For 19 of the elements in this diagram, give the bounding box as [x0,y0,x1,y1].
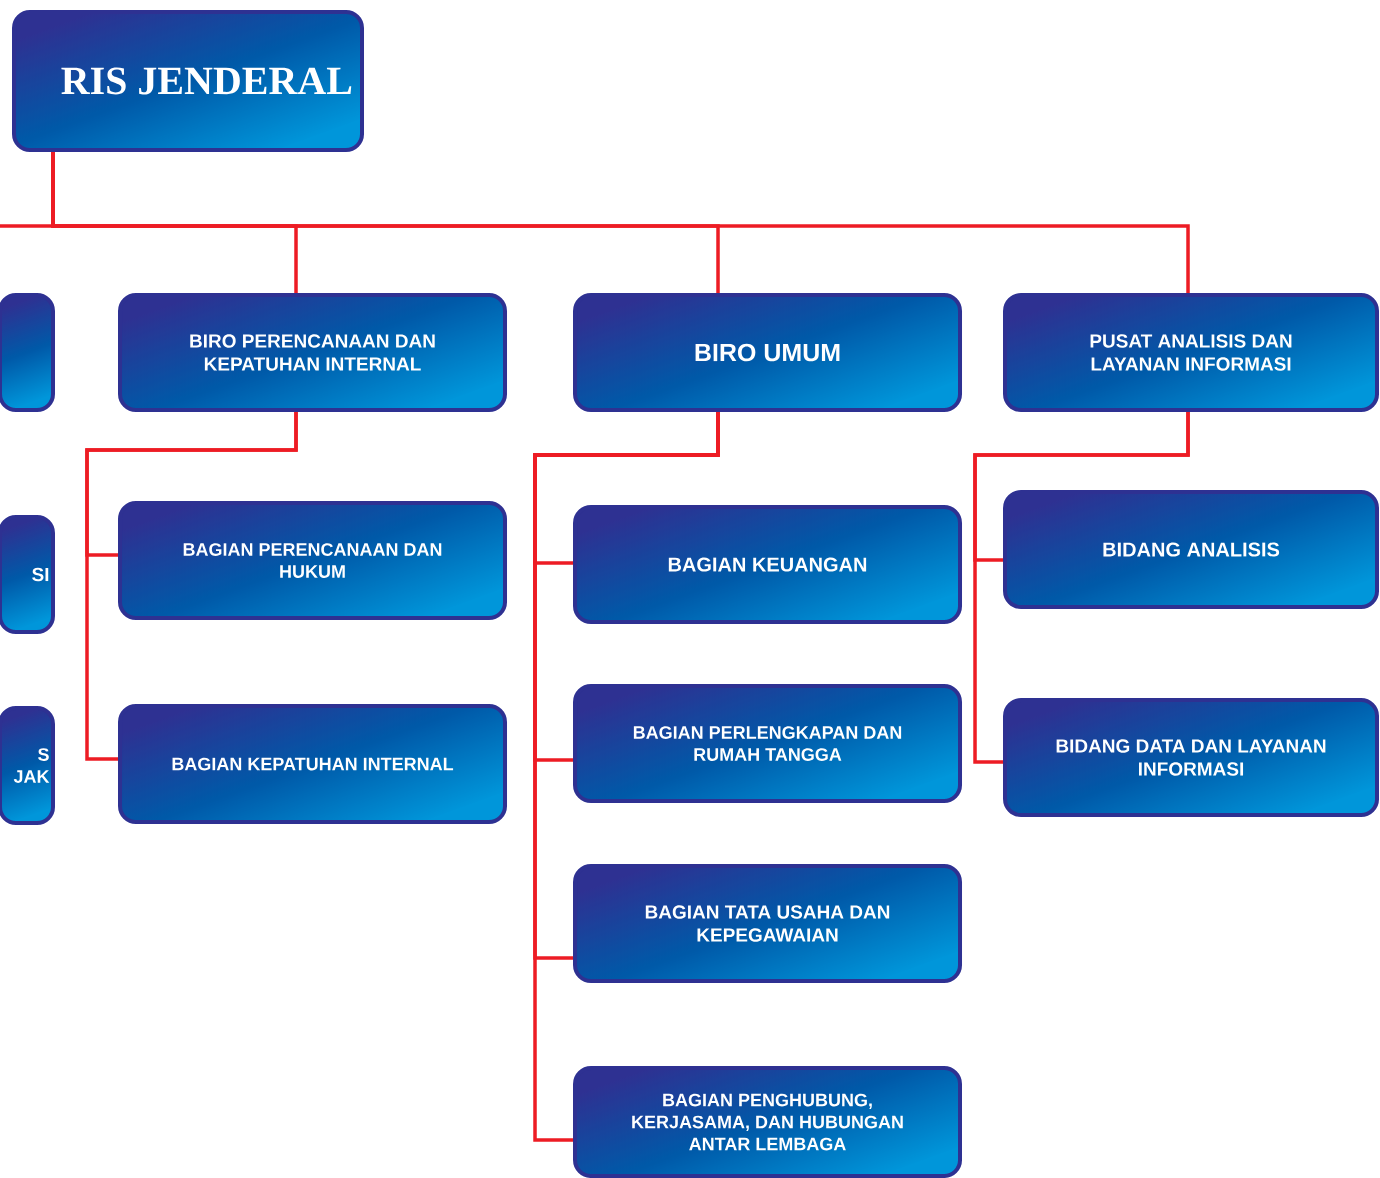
unit-box: BAGIAN KEPATUHAN INTERNAL [118,704,507,824]
unit-box: BAGIAN KEUANGAN [573,505,962,624]
unit-box: BIDANG DATA DAN LAYANAN INFORMASI [1003,698,1379,817]
unit-box: BAGIAN PERLENGKAPAN DAN RUMAH TANGGA [573,684,962,803]
unit-box: BIRO PERENCANAAN DAN KEPATUHAN INTERNAL [118,293,507,412]
unit-box: S JAK [0,706,55,825]
unit-box: BIRO UMUM [573,293,962,412]
connector-line [973,412,1190,764]
unit-box: BAGIAN TATA USAHA DAN KEPEGAWAIAN [573,864,962,983]
unit-box [0,293,55,412]
title-box: RIS JENDERAL [12,10,364,152]
unit-box: BAGIAN PENGHUBUNG, KERJASAMA, DAN HUBUNGAN ANTAR LEMBAGA [573,1066,962,1178]
connector-line [533,412,720,1142]
connector-line [51,152,1190,293]
unit-box: BAGIAN PERENCANAAN DAN HUKUM [118,501,507,620]
unit-box: PUSAT ANALISIS DAN LAYANAN INFORMASI [1003,293,1379,412]
unit-box: SI [0,515,55,634]
connector-line [85,412,298,761]
unit-box: BIDANG ANALISIS [1003,490,1379,609]
